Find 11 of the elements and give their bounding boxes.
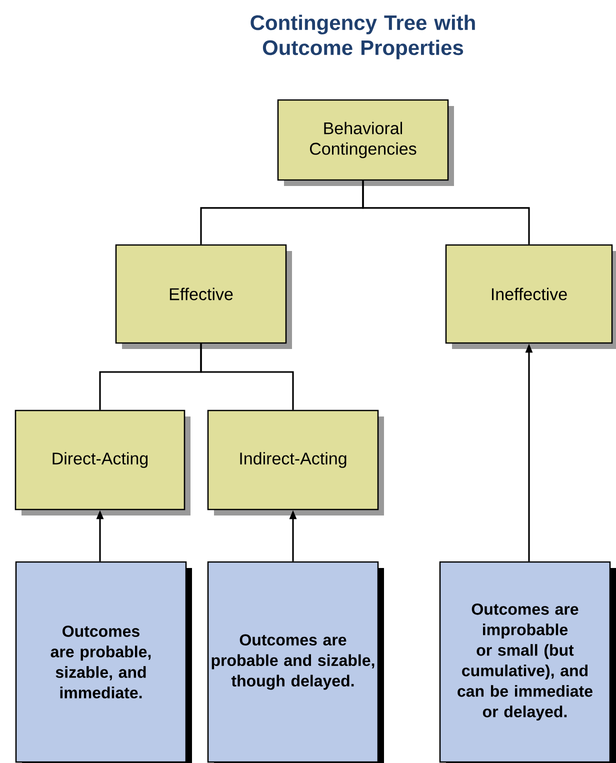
category-box: Behavioral Contingencies: [277, 99, 454, 186]
category-box: Ineffective: [445, 244, 616, 349]
outcome-box: Outcomes are improbable or small (but cumulative), and can be immediate or delayed.: [439, 561, 616, 763]
tree-connector: [200, 344, 294, 410]
outcome-box: Outcomes are probable and sizable, though delayed.: [207, 561, 384, 763]
tree-connector: [362, 180, 530, 244]
category-box: Indirect-Acting: [207, 410, 384, 516]
category-box: Effective: [115, 244, 292, 349]
title: Contingency Tree with Outcome Properties: [250, 14, 475, 60]
category-box: Direct-Acting: [14, 410, 190, 516]
outcome-box: Outcomes are probable, sizable, and immediate.: [15, 561, 192, 763]
